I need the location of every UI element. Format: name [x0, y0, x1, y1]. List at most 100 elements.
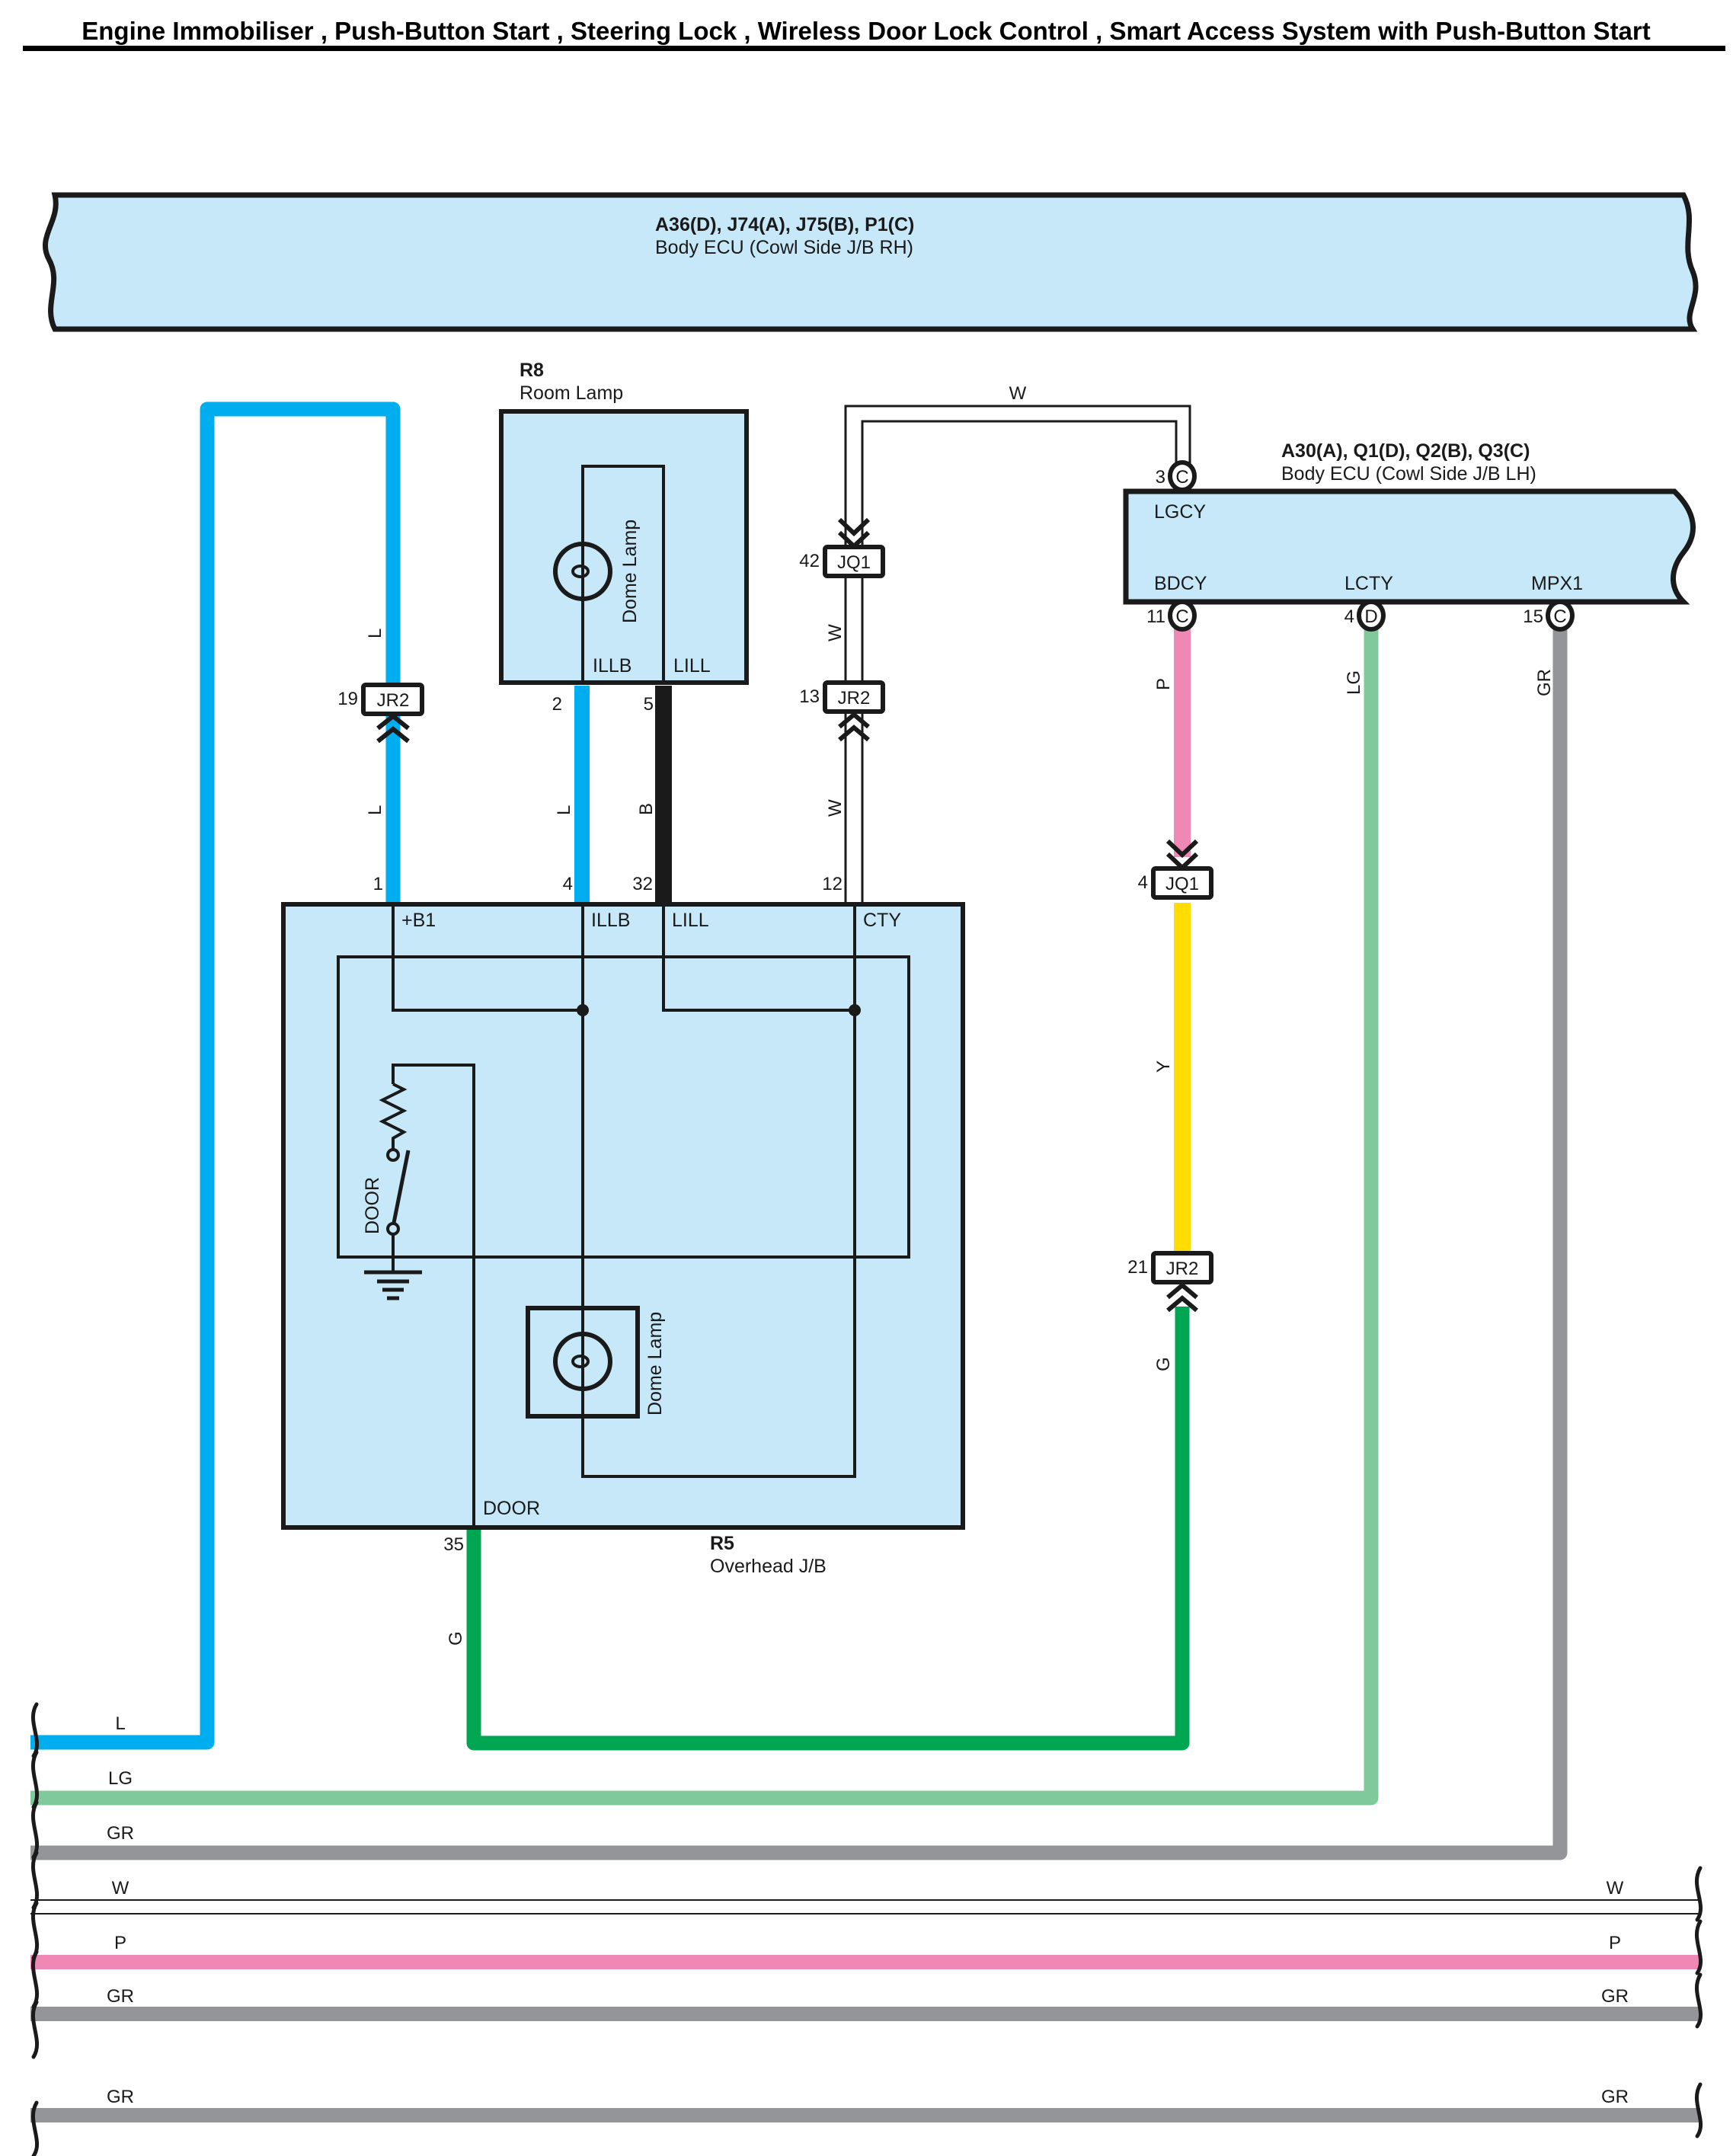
switch-contact [386, 1148, 400, 1162]
wire-label-l-illb: L [554, 805, 574, 815]
terminal-lgcy: LGCY [1154, 501, 1206, 523]
junction-id: JQ1 [837, 552, 871, 573]
pin-connector-letter: C [1175, 606, 1188, 627]
junction-pin: 19 [337, 689, 358, 709]
junction-id: JR2 [1166, 1259, 1199, 1279]
junction-jq1-42[interactable]: JQ1 42 [799, 517, 885, 578]
pin-connector-letter: D [1364, 606, 1377, 627]
wire-label-w-mid1: W [825, 624, 846, 641]
wire-label-w-mid2: W [825, 799, 846, 817]
junction-dot [849, 1004, 861, 1016]
jb-pin-1: 1 [373, 874, 383, 894]
dome-lamp-bulb-icon [553, 542, 612, 601]
junction-pin: 13 [799, 686, 820, 707]
wire-p-bdcy [1174, 629, 1191, 857]
chevron-up-icon [376, 713, 410, 744]
junction-id: JR2 [838, 688, 871, 709]
junction-id: JQ1 [1165, 874, 1199, 894]
chevron-down-icon [837, 517, 871, 550]
resistor-icon [379, 1083, 408, 1149]
terminal-cty: CTY [863, 910, 901, 931]
wire-label-y: Y [1153, 1060, 1174, 1073]
pin-bdcy[interactable]: C 11 [1146, 600, 1197, 632]
terminal-mpx1: MPX1 [1531, 573, 1583, 594]
room-lamp-terminal-lill: LILL [673, 655, 711, 677]
pin-number: 3 [1156, 467, 1165, 488]
bus-label-gr2-right: GR [1601, 2087, 1629, 2107]
bus-gr-2 [30, 2108, 1700, 2122]
door-switch-label: DOOR [362, 1177, 383, 1234]
bus-label-w-right: W [1607, 1878, 1624, 1898]
room-lamp-element-label: Dome Lamp [619, 520, 641, 623]
bus-label-l: L [115, 1713, 125, 1734]
dome-lamp-bulb-icon [553, 1332, 612, 1391]
junction-jr2-21[interactable]: JR2 21 [1127, 1251, 1213, 1313]
break-marks-right [1695, 1866, 1703, 2138]
bus-p [30, 1955, 1700, 1969]
bus-label-gr: GR [107, 1823, 134, 1844]
body-ecu-rh-name: Body ECU (Cowl Side J/B RH) [655, 237, 913, 258]
terminal-door: DOOR [483, 1498, 540, 1519]
wire-lg-lcty [30, 629, 1379, 1806]
chevron-up-icon [838, 712, 870, 742]
body-ecu-lh[interactable]: A30(A), Q1(D), Q2(B), Q3(C) Body ECU (Co… [1123, 440, 1696, 632]
pin-mpx1[interactable]: C 15 [1523, 600, 1575, 632]
bus-label-w-left: W [112, 1878, 129, 1898]
terminal-bdcy: BDCY [1154, 573, 1207, 594]
wire-label-lg: LG [1344, 670, 1364, 695]
bus-label-gr2-left: GR [107, 2087, 134, 2107]
junction-id: JR2 [377, 690, 410, 711]
wire-label-g-upper: G [1153, 1357, 1174, 1371]
break-marks-left [31, 1702, 39, 2156]
junction-dot [577, 1004, 589, 1016]
body-ecu-lh-connectors: A30(A), Q1(D), Q2(B), Q3(C) [1281, 440, 1530, 462]
room-lamp-pin-2: 2 [552, 694, 562, 715]
wire-label-l-lower: L [365, 805, 385, 815]
pin-lgcy[interactable]: C 3 [1156, 460, 1197, 492]
ground-icon [364, 1270, 422, 1300]
terminal-b1: +B1 [401, 910, 436, 931]
body-ecu-rh-connectors: A36(D), J74(A), J75(B), P1(C) [655, 214, 914, 235]
jb-pin-32: 32 [632, 874, 653, 894]
overhead-jb-name: Overhead J/B [710, 1556, 827, 1577]
jb-pin-12: 12 [822, 874, 843, 894]
switch-contact [386, 1222, 400, 1236]
room-lamp-r8[interactable]: R8 Room Lamp Dome Lamp ILLB LILL 2 5 [499, 360, 749, 715]
title-underline [23, 46, 1725, 51]
bus-gr-1 [30, 2007, 1700, 2021]
room-lamp-code: R8 [520, 360, 544, 381]
junction-jr2-13[interactable]: JR2 13 [799, 680, 885, 742]
wire-label-w-top: W [1009, 383, 1027, 404]
bus-label-p-left: P [114, 1933, 126, 1953]
wire-label-g-door: G [446, 1631, 466, 1646]
jb-pin-35: 35 [443, 1534, 464, 1555]
room-lamp-terminal-illb: ILLB [593, 655, 631, 677]
wire-w-lgcy-cty [844, 405, 1191, 904]
body-ecu-rh[interactable]: A36(D), J74(A), J75(B), P1(C) Body ECU (… [43, 192, 1699, 332]
bus-label-p-right: P [1609, 1933, 1621, 1953]
wire-l-b1 [30, 401, 401, 1750]
pin-connector-letter: C [1553, 606, 1566, 627]
room-lamp-pin-5: 5 [644, 694, 654, 715]
pin-number: 11 [1146, 606, 1165, 627]
junction-jr2-19[interactable]: JR2 19 [337, 683, 424, 744]
overhead-jb-code: R5 [710, 1533, 734, 1554]
pin-lcty[interactable]: D 4 [1345, 600, 1386, 632]
wire-label-l-upper: L [365, 629, 385, 638]
bus-label-gr1-left: GR [107, 1986, 134, 2007]
junction-pin: 4 [1138, 872, 1148, 893]
junction-jq1-4[interactable]: JQ1 4 [1138, 839, 1213, 900]
wire-g-door [466, 1307, 1190, 1751]
jb-dome-lamp-label: Dome Lamp [644, 1312, 666, 1415]
room-lamp-name: Room Lamp [520, 382, 623, 404]
terminal-lill: LILL [672, 910, 709, 931]
bus-label-lg: LG [108, 1768, 133, 1789]
pin-connector-letter: C [1175, 467, 1188, 488]
bus-w [30, 1899, 1700, 1914]
pin-number: 15 [1523, 606, 1543, 627]
bus-label-gr1-right: GR [1601, 1986, 1629, 2007]
wire-label-p: P [1153, 678, 1174, 690]
terminal-illb: ILLB [591, 910, 630, 931]
overhead-jb-r5[interactable]: DOOR Dome Lamp +B1 ILLB LILL CTY DOOR 1 … [281, 874, 965, 1577]
